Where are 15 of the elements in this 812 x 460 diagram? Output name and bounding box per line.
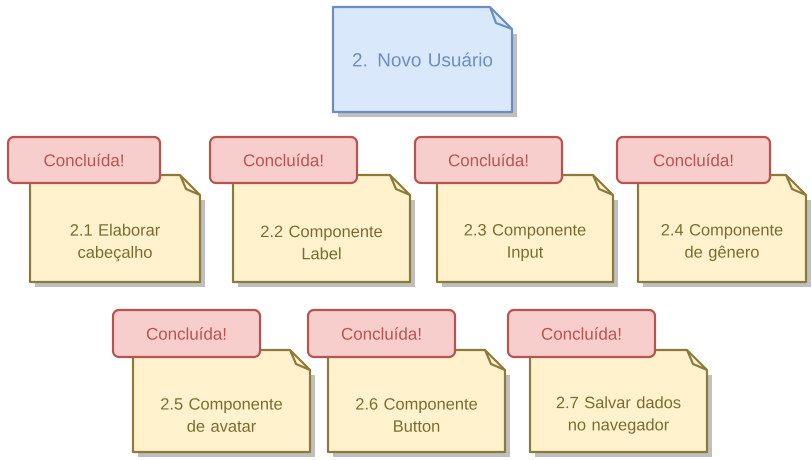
task-note: 2.4 Componente de gênero	[636, 174, 811, 287]
status-badge: Concluída!	[208, 136, 358, 184]
status-badge: Concluída!	[306, 308, 456, 358]
status-badge: Concluída!	[506, 308, 656, 358]
status-badge: Concluída!	[112, 308, 262, 358]
task-note: 2.2 Componente Label	[232, 174, 415, 287]
status-badge: Concluída!	[616, 136, 772, 184]
task-note: 2.7 Salvar dados no navegador	[528, 348, 712, 457]
task-note: 2.5 Componente de avatar	[132, 348, 315, 457]
title-note: 2. Novo Usuário	[332, 6, 517, 117]
task-note: 2.6 Componente Button	[326, 348, 510, 457]
task-note: 2.1 Elaborar cabeçalho	[28, 174, 205, 287]
status-badge: Concluída!	[6, 136, 162, 184]
status-badge: Concluída!	[414, 136, 564, 184]
task-note: 2.3 Componente Input	[436, 174, 618, 287]
